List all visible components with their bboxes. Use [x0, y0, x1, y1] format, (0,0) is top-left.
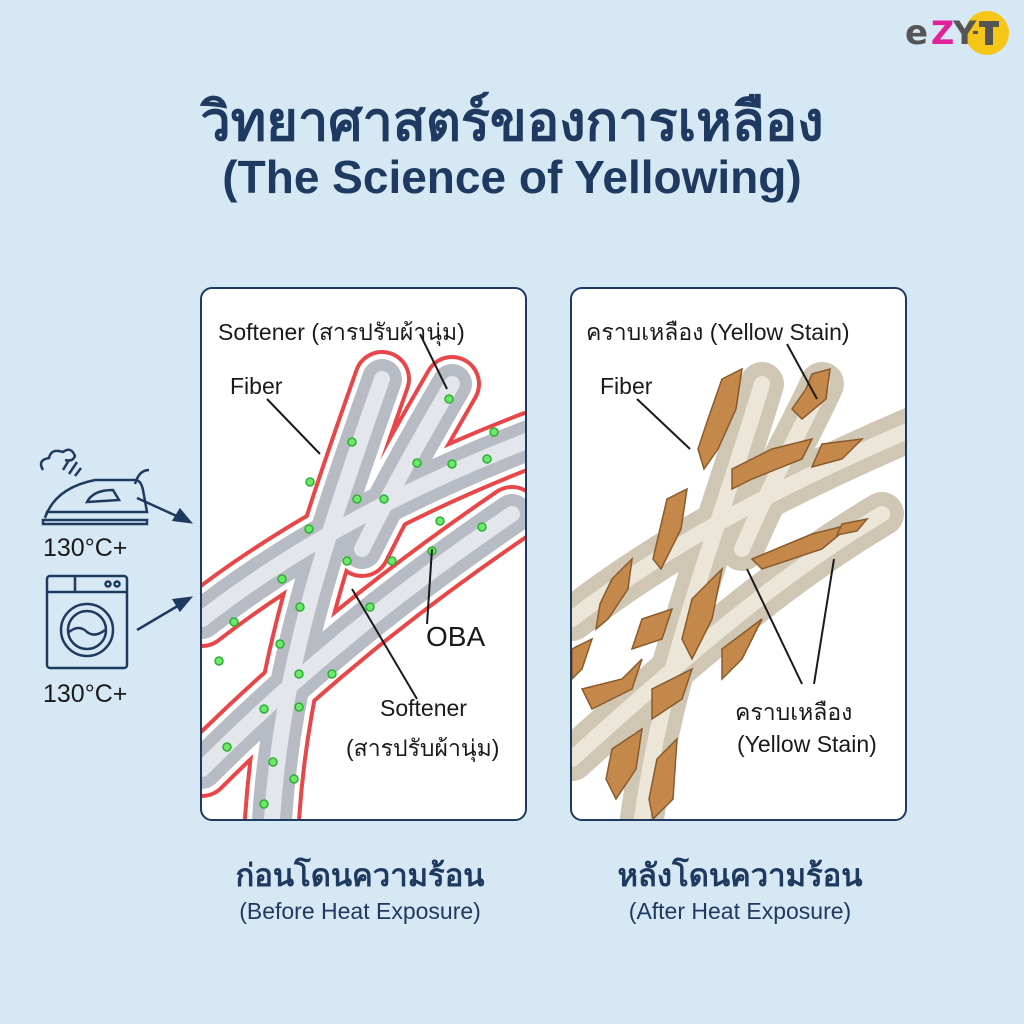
- yellow-stain-label-top: คราบเหลือง (Yellow Stain): [586, 319, 850, 345]
- svg-text:e: e: [905, 13, 928, 53]
- yellow-stains: [572, 367, 869, 819]
- arrow-icon: [136, 496, 193, 524]
- fiber-label: Fiber: [230, 373, 283, 399]
- after-heat-panel: คราบเหลือง (Yellow Stain) Fiber คราบเหลื…: [570, 287, 907, 821]
- washer-temperature: 130°C+: [43, 680, 128, 708]
- fiber-illustration-after: [572, 343, 905, 819]
- heat-icons: [39, 448, 193, 670]
- svg-text:Y: Y: [952, 14, 977, 52]
- before-heat-panel: Softener (สารปรับผ้านุ่ม) Fiber OBA Soft…: [200, 287, 527, 821]
- leader-lines: [636, 343, 835, 685]
- oba-label: OBA: [426, 621, 486, 652]
- softener-label-1: Softener: [380, 695, 467, 721]
- iron-icon: [39, 448, 150, 526]
- washing-machine-icon: [45, 574, 129, 670]
- yellow-stain-label-2: (Yellow Stain): [737, 731, 877, 757]
- softener-label-top: Softener (สารปรับผ้านุ่ม): [218, 319, 465, 345]
- heat-sources: 130°C+ 130°C+: [35, 440, 195, 710]
- before-caption-thai: ก่อนโดนความร้อน: [235, 858, 485, 894]
- fiber-illustration-before: [202, 333, 525, 819]
- after-caption-english: (After Heat Exposure): [628, 898, 852, 924]
- title-thai: วิทยาศาสตร์ของการเหลือง: [200, 90, 824, 153]
- title-english: (The Science of Yellowing): [222, 151, 802, 203]
- before-caption-english: (Before Heat Exposure): [239, 898, 481, 924]
- ezy-t-logo: e Z Y: [903, 8, 1013, 58]
- iron-temperature: 130°C+: [43, 534, 128, 562]
- arrow-icon: [136, 596, 193, 632]
- softener-label-2: (สารปรับผ้านุ่ม): [346, 735, 500, 761]
- oba-dots: [214, 394, 499, 809]
- after-caption-thai: หลังโดนความร้อน: [617, 858, 863, 894]
- yellow-stain-label-1: คราบเหลือง: [735, 699, 853, 725]
- leader-lines: [266, 333, 448, 700]
- svg-text:Z: Z: [931, 14, 954, 52]
- fiber-label: Fiber: [600, 373, 653, 399]
